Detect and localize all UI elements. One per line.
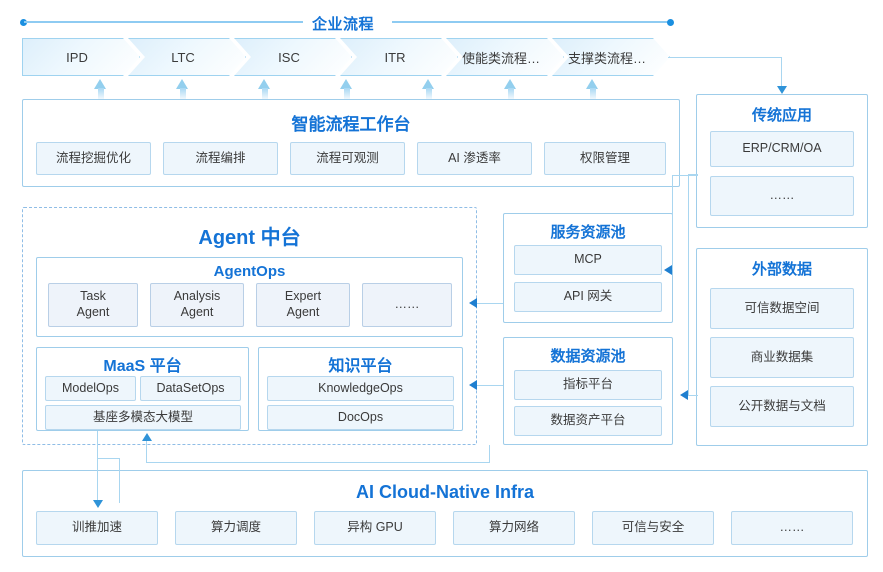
agentops-expert-agent[interactable]: Expert Agent <box>256 283 350 327</box>
infra-more[interactable]: …… <box>731 511 853 545</box>
agent-platform-title: Agent 中台 <box>198 227 301 249</box>
process-step-label: LTC <box>171 49 195 65</box>
legacy-apps-title: 传统应用 <box>751 107 812 124</box>
maas-base-model[interactable]: 基座多模态大模型 <box>45 405 241 430</box>
infra-trust-security[interactable]: 可信与安全 <box>592 511 714 545</box>
process-step-label: ISC <box>278 49 300 65</box>
flow-arrow-up-5 <box>422 79 435 101</box>
flow-arrow-up-4 <box>340 79 353 101</box>
knowledge-title: 知识平台 <box>328 358 393 375</box>
infra-panel: AI Cloud-Native Infra <box>22 470 868 557</box>
connector-data-to-agent <box>477 385 503 386</box>
maas-title: MaaS 平台 <box>103 358 182 375</box>
connector-infra-up-h <box>146 462 490 463</box>
connector-chevron-to-legacy-h <box>668 57 782 58</box>
workbench-item-process-mining[interactable]: 流程挖掘优化 <box>36 142 151 175</box>
connector-chevron-to-legacy-v <box>781 57 782 88</box>
connector-ext-service-h <box>672 175 698 176</box>
agentops-title: AgentOps <box>213 263 286 280</box>
process-step-ipd[interactable]: IPD <box>22 38 140 76</box>
process-step-label: 使能类流程… <box>461 50 540 66</box>
arrow-into-agent-from-service <box>469 298 477 308</box>
service-pool-mcp[interactable]: MCP <box>514 245 662 275</box>
flow-arrow-up-2 <box>176 79 189 101</box>
arrow-into-agent-from-data <box>469 380 477 390</box>
infra-title: AI Cloud-Native Infra <box>355 482 534 502</box>
process-step-supporting[interactable]: 支撑类流程… <box>552 38 670 76</box>
connector-infra-down-v <box>97 458 98 503</box>
external-data-title: 外部数据 <box>751 261 812 278</box>
arrow-into-infra <box>93 500 103 508</box>
process-step-enabling[interactable]: 使能类流程… <box>446 38 564 76</box>
knowledge-docops[interactable]: DocOps <box>267 405 454 430</box>
agentops-more[interactable]: …… <box>362 283 452 327</box>
process-step-label: 支撑类流程… <box>567 50 646 66</box>
legacy-app-more[interactable]: …… <box>710 176 854 216</box>
infra-compute-schedule[interactable]: 算力调度 <box>175 511 297 545</box>
external-data-commercial[interactable]: 商业数据集 <box>710 337 854 378</box>
workbench-item-observability[interactable]: 流程可观测 <box>290 142 405 175</box>
connector-ext-data-h <box>688 395 698 396</box>
agentops-analysis-agent[interactable]: Analysis Agent <box>150 283 244 327</box>
flow-arrow-up-6 <box>504 79 517 101</box>
arrow-into-service-pool <box>664 265 672 275</box>
connector-legacy-left-h <box>688 174 698 175</box>
rule-line-left <box>24 21 309 23</box>
page-title: 企业流程 <box>303 13 384 34</box>
data-pool-title: 数据资源池 <box>550 348 626 365</box>
arrow-into-legacy-apps <box>777 86 787 94</box>
data-pool-assets[interactable]: 数据资产平台 <box>514 406 662 436</box>
connector-maas-down-v1 <box>97 431 98 458</box>
maas-modelops[interactable]: ModelOps <box>45 376 136 401</box>
rule-line-right <box>392 21 672 23</box>
service-pool-title: 服务资源池 <box>550 224 626 241</box>
connector-maas-down-h <box>97 458 120 459</box>
infra-train-infer-accel[interactable]: 训推加速 <box>36 511 158 545</box>
arrow-into-data-pool <box>680 390 688 400</box>
flow-arrow-up-3 <box>258 79 271 101</box>
flow-arrow-up-7 <box>586 79 599 101</box>
process-step-itr[interactable]: ITR <box>340 38 458 76</box>
connector-ext-service-v <box>672 175 673 270</box>
process-step-label: ITR <box>384 49 406 65</box>
connector-legacy-down-v <box>688 174 689 395</box>
rule-dot-right <box>667 19 674 26</box>
external-data-public-docs[interactable]: 公开数据与文档 <box>710 386 854 427</box>
flow-arrow-up-1 <box>94 79 107 101</box>
connector-maas-down-v2 <box>119 458 120 503</box>
legacy-app-erp-crm-oa[interactable]: ERP/CRM/OA <box>710 131 854 167</box>
service-pool-api-gateway[interactable]: API 网关 <box>514 282 662 312</box>
connector-infra-up-right-v <box>489 445 490 462</box>
knowledge-knowledgeops[interactable]: KnowledgeOps <box>267 376 454 401</box>
rule-dot-left <box>20 19 27 26</box>
workbench-item-orchestration[interactable]: 流程编排 <box>163 142 278 175</box>
data-pool-metrics[interactable]: 指标平台 <box>514 370 662 400</box>
workbench-title: 智能流程工作台 <box>291 115 411 134</box>
external-data-trusted-space[interactable]: 可信数据空间 <box>710 288 854 329</box>
process-step-ltc[interactable]: LTC <box>128 38 246 76</box>
infra-heterogeneous-gpu[interactable]: 异构 GPU <box>314 511 436 545</box>
process-step-isc[interactable]: ISC <box>234 38 352 76</box>
infra-compute-network[interactable]: 算力网络 <box>453 511 575 545</box>
workbench-item-access-control[interactable]: 权限管理 <box>544 142 666 175</box>
process-step-label: IPD <box>66 49 88 65</box>
maas-datasetops[interactable]: DataSetOps <box>140 376 241 401</box>
arrow-into-maas-base-model <box>142 433 152 441</box>
connector-service-to-agent <box>477 303 503 304</box>
agentops-task-agent[interactable]: Task Agent <box>48 283 138 327</box>
workbench-item-ai-penetration[interactable]: AI 渗透率 <box>417 142 532 175</box>
connector-infra-up-v <box>146 441 147 462</box>
